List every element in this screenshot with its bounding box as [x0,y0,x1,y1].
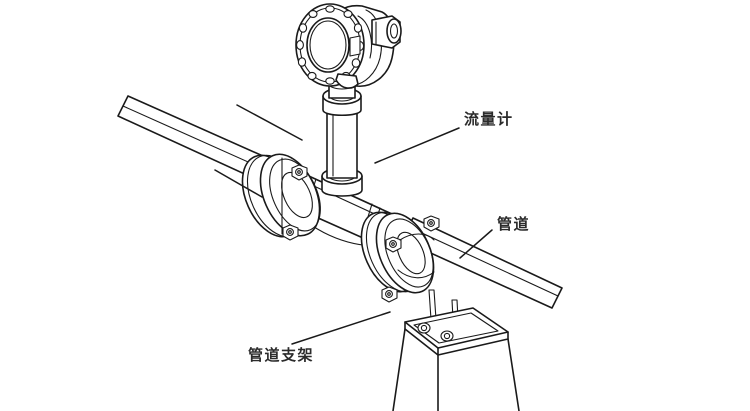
left-flange [241,153,321,241]
callout-label-support: 管道支架 [248,346,315,364]
transmitter-head [295,3,402,89]
display-window [306,17,350,73]
leader-line-pipeline [459,229,493,259]
right-flange [360,211,440,303]
support-pedestal [392,289,520,411]
callout-label-pipeline: 管道 [497,215,531,233]
flange-bolt [385,236,402,253]
leader-line-left-pipe-lower [214,169,263,198]
leader-line-support [291,311,391,345]
callout-label-flowmeter: 流量计 [464,110,514,128]
leader-line-left-pipe-upper [236,104,303,141]
bezel-bolts [296,5,365,85]
flange-bolt [381,286,398,303]
leader-lines [214,104,493,345]
flange-bolt [291,164,308,181]
anchor-bolts [417,322,454,342]
leader-line-flowmeter [374,127,460,164]
flange-bolt [282,224,299,241]
flange-bolt [423,215,440,232]
neck-riser [321,78,363,197]
conduit-port [371,15,402,49]
